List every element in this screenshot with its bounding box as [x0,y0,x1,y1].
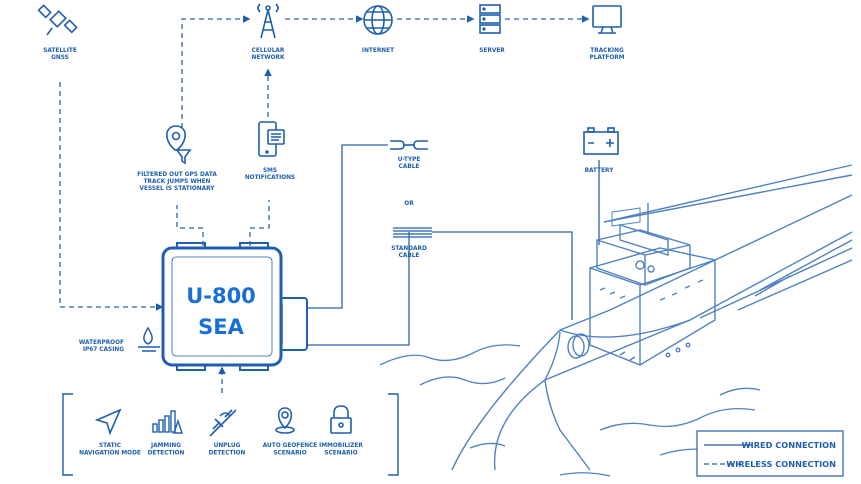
device-connector [278,297,308,351]
cell-tower-icon [257,3,279,39]
device-to-filter-link [176,205,204,246]
sat-to-device-link [59,82,164,311]
legend: WIRED CONNECTION WIRELESS CONNECTION [696,430,844,477]
legend-box [696,430,844,477]
or-label: OR [404,201,414,207]
standard-cable-icon [393,227,432,238]
globe-icon [363,5,393,35]
server-icon [479,4,501,34]
internet-label: INTERNET [362,48,394,54]
water-drop-icon [138,326,160,352]
unplug-icon [209,409,237,437]
u-type-cable-icon [390,140,428,150]
device-name-line1: U-800 [186,284,256,308]
battery-label: BATTERY [585,168,615,174]
legend-wireless-label: WIRELESS CONNECTION [726,459,836,469]
legend-wired-label: WIRED CONNECTION [742,440,836,450]
server-label: SERVER [479,48,505,54]
features-bracket [62,393,399,476]
device-name-line2: SEA [198,315,244,339]
filter-pin-icon [166,125,192,165]
connections [59,15,600,393]
standard-cable-to-ship [432,231,573,320]
device-u800-sea: U-800 SEA [161,242,308,371]
utype-cable-line [306,144,388,309]
smartphone-sms-icon [258,121,285,157]
padlock-icon [330,405,352,434]
device-body [161,246,283,367]
geofence-pin-icon [275,407,295,434]
standard-cable-line [306,232,410,346]
battery-icon [583,127,619,155]
device-to-sms-link [249,200,270,246]
navigation-arrow-icon [94,408,122,436]
filter-to-cellular-link [181,15,251,128]
ship-illustration [451,164,853,471]
signal-bars-icon [152,410,183,434]
monitor-icon [592,5,622,34]
ship-superstructure [589,247,716,366]
satellite-icon [37,4,78,36]
